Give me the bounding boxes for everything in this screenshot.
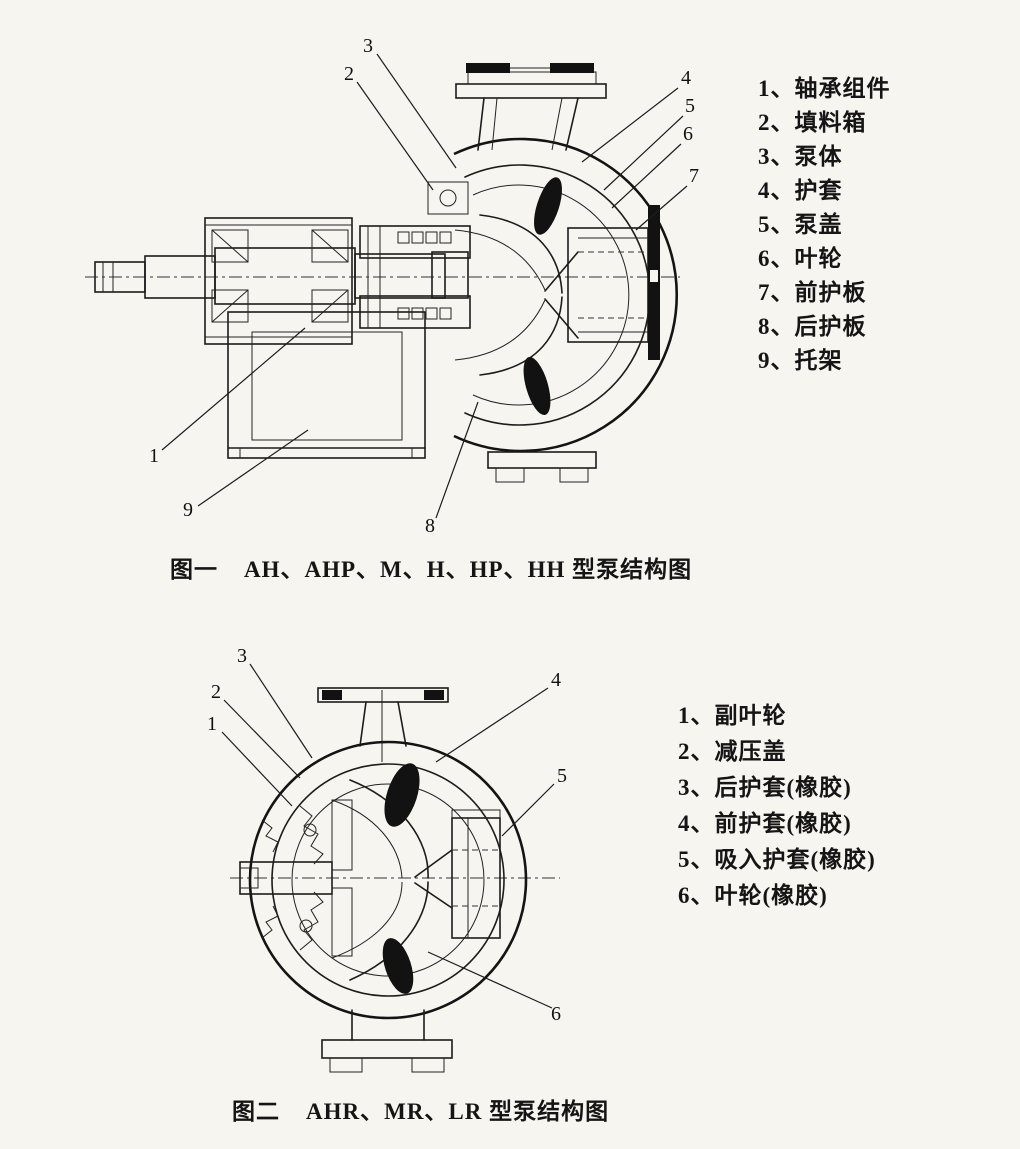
callout-1: 1 [149, 445, 159, 467]
figure2-drawing: 3 2 1 4 5 6 [207, 645, 567, 1073]
figure1-legend: 1、轴承组件 2、填料箱 3、泵体 4、护套 5、泵盖 6、叶轮 7、前护板 8… [758, 72, 891, 378]
callout-4: 4 [681, 67, 691, 89]
legend-item: 8、后护板 [758, 314, 867, 339]
figure2-callouts: 3 2 1 4 5 6 [207, 645, 567, 1025]
figure2-casing [248, 740, 528, 1020]
legend-item: 4、前护套(橡胶) [678, 811, 852, 836]
figure2-caption: 图二 AHR、MR、LR 型泵结构图 [232, 1092, 609, 1126]
figure1-caption: 图一 AH、AHP、M、H、HP、HH 型泵结构图 [170, 550, 692, 584]
callout-3: 3 [363, 35, 373, 57]
figure1-leaders [161, 53, 688, 519]
pump-casing [453, 63, 678, 483]
legend-item: 5、泵盖 [758, 212, 843, 237]
figure2-discharge [317, 687, 449, 762]
callout-5: 5 [557, 765, 567, 787]
pump-shaft [94, 247, 446, 305]
figure2-caption-label: 图二 [232, 1099, 280, 1124]
bearing-assembly [204, 217, 353, 345]
callout-5: 5 [685, 95, 695, 117]
figure2-shaft-gland [239, 799, 353, 957]
callout-2: 2 [344, 63, 354, 85]
figure2-impeller [331, 763, 453, 994]
figure2-caption-text: AHR、MR、LR 型泵结构图 [306, 1099, 610, 1124]
legend-item: 1、副叶轮 [678, 703, 787, 728]
figure1-drawing: 3 2 4 5 6 7 1 9 8 [85, 35, 699, 537]
legend-item: 6、叶轮(橡胶) [678, 883, 828, 908]
callout-8: 8 [425, 515, 435, 537]
callout-7: 7 [689, 165, 699, 187]
legend-item: 4、护套 [758, 178, 843, 203]
figure1-caption-label: 图一 [170, 557, 218, 582]
legend-item: 9、托架 [758, 348, 843, 373]
figure2-foot [321, 1009, 453, 1073]
impeller [431, 177, 579, 415]
callout-9: 9 [183, 499, 193, 521]
figure1-callouts: 3 2 4 5 6 7 1 9 8 [149, 35, 699, 537]
legend-item: 5、吸入护套(橡胶) [678, 847, 876, 872]
callout-6: 6 [551, 1003, 561, 1025]
legend-item: 7、前护板 [758, 280, 867, 305]
support-bracket [227, 311, 426, 459]
legend-item: 3、后护套(橡胶) [678, 775, 852, 800]
figure2-leaders [221, 663, 555, 1009]
legend-item: 2、填料箱 [758, 110, 867, 135]
callout-1: 1 [207, 713, 217, 735]
stuffing-box [359, 181, 471, 329]
callout-3: 3 [237, 645, 247, 667]
suction-spool [567, 205, 660, 360]
callout-4: 4 [551, 669, 561, 691]
figure1-caption-text: AH、AHP、M、H、HP、HH 型泵结构图 [244, 557, 693, 582]
legend-item: 2、减压盖 [678, 739, 787, 764]
legend-item: 1、轴承组件 [758, 76, 891, 101]
callout-6: 6 [683, 123, 693, 145]
figure2-legend: 1、副叶轮 2、减压盖 3、后护套(橡胶) 4、前护套(橡胶) 5、吸入护套(橡… [678, 698, 876, 914]
callout-2: 2 [211, 681, 221, 703]
legend-item: 3、泵体 [758, 144, 843, 169]
figure2-suction [451, 809, 501, 939]
legend-item: 6、叶轮 [758, 246, 843, 271]
